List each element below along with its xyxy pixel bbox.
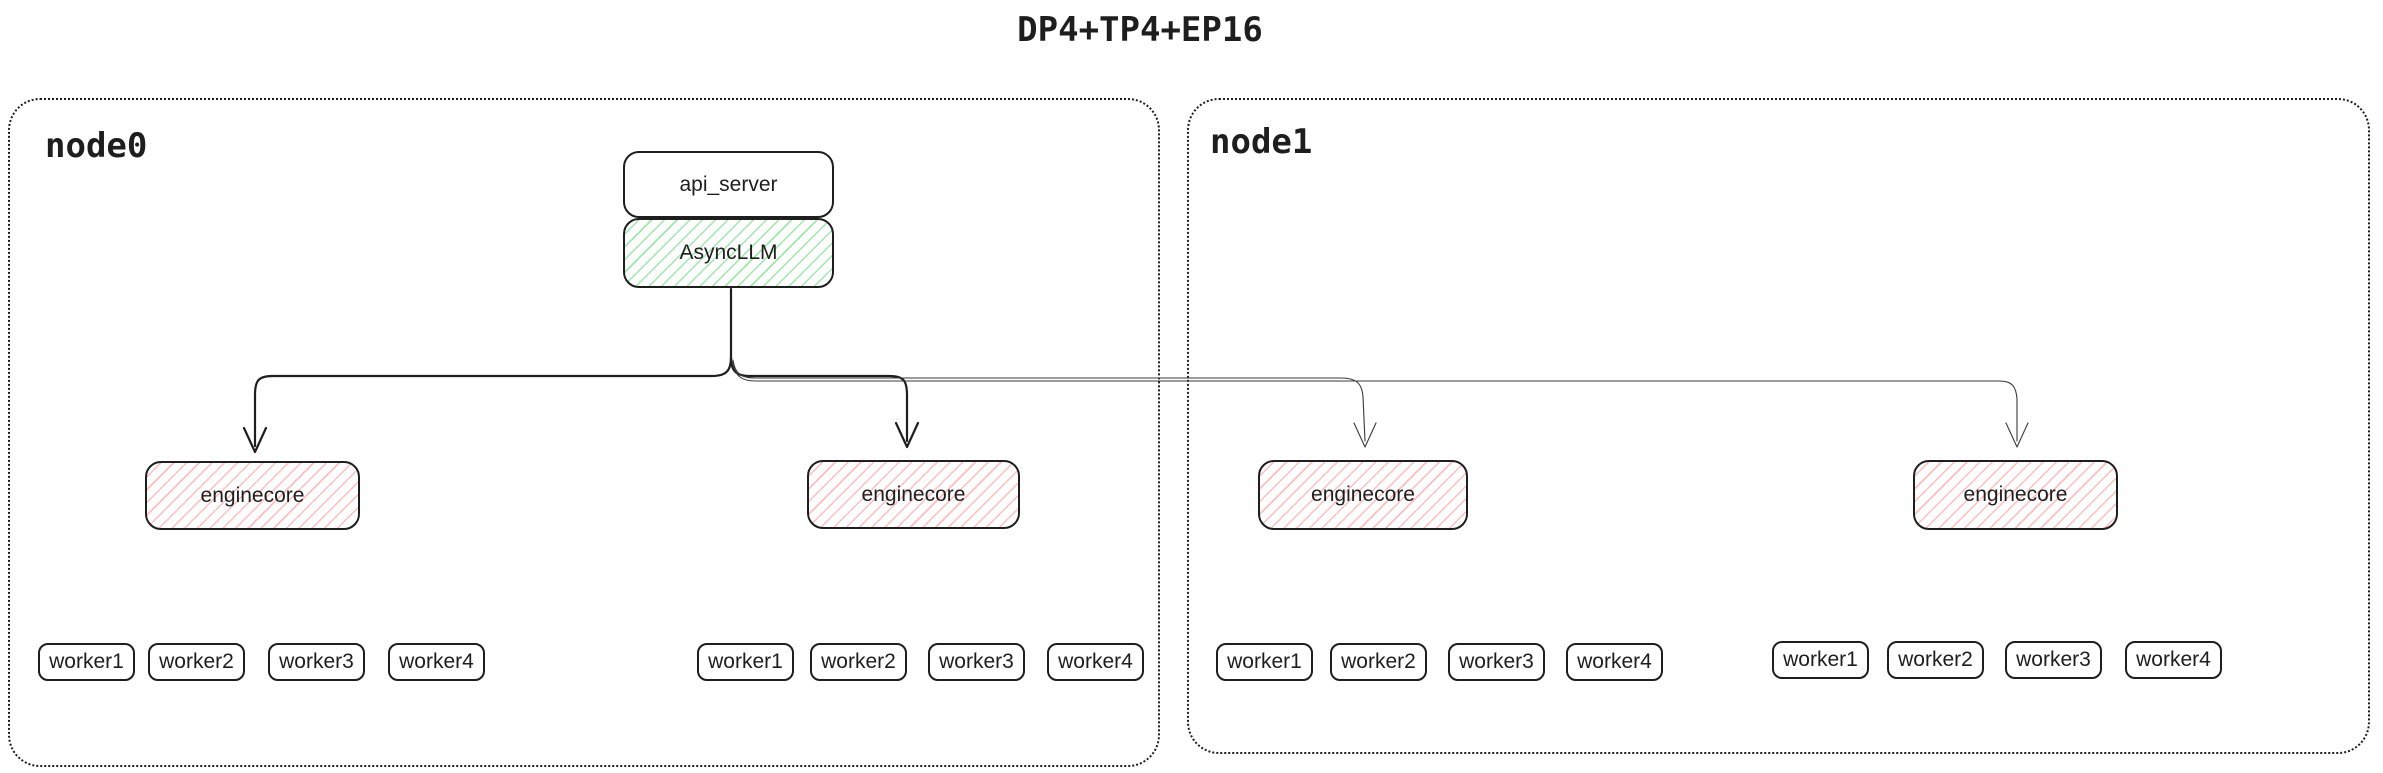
worker-box: worker3 bbox=[268, 643, 365, 681]
node0-label: node0 bbox=[45, 126, 148, 166]
worker-box: worker2 bbox=[1330, 643, 1427, 681]
worker-box: worker1 bbox=[1772, 641, 1869, 679]
worker-box: worker4 bbox=[1047, 643, 1144, 681]
asyncllm-box: AsyncLLM bbox=[623, 218, 834, 288]
worker-box: worker4 bbox=[388, 643, 485, 681]
enginecore-box-node0-1: enginecore bbox=[145, 461, 360, 530]
enginecore-box-node1-2: enginecore bbox=[1913, 460, 2118, 530]
worker-box: worker2 bbox=[810, 643, 907, 681]
worker-box: worker3 bbox=[928, 643, 1025, 681]
enginecore-box-node1-1: enginecore bbox=[1258, 460, 1468, 530]
enginecore-label: enginecore bbox=[1963, 483, 2068, 506]
enginecore-label: enginecore bbox=[200, 483, 305, 507]
asyncllm-label: AsyncLLM bbox=[679, 241, 778, 264]
diagram-title: DP4+TP4+EP16 bbox=[1017, 10, 1263, 50]
node1-label: node1 bbox=[1210, 122, 1313, 162]
worker-box: worker1 bbox=[697, 643, 794, 681]
worker-box: worker3 bbox=[1448, 643, 1545, 681]
worker-box: worker2 bbox=[1887, 641, 1984, 679]
worker-box: worker4 bbox=[1566, 643, 1663, 681]
worker-box: worker2 bbox=[148, 643, 245, 681]
enginecore-box-node0-2: enginecore bbox=[807, 460, 1020, 529]
api-server-label: api_server bbox=[679, 172, 778, 196]
api-server-box: api_server bbox=[623, 151, 834, 218]
enginecore-label: enginecore bbox=[1311, 483, 1415, 506]
worker-box: worker1 bbox=[1216, 643, 1313, 681]
worker-box: worker3 bbox=[2005, 641, 2102, 679]
worker-box: worker4 bbox=[2125, 641, 2222, 679]
worker-box: worker1 bbox=[38, 643, 135, 681]
enginecore-label: enginecore bbox=[861, 482, 966, 506]
